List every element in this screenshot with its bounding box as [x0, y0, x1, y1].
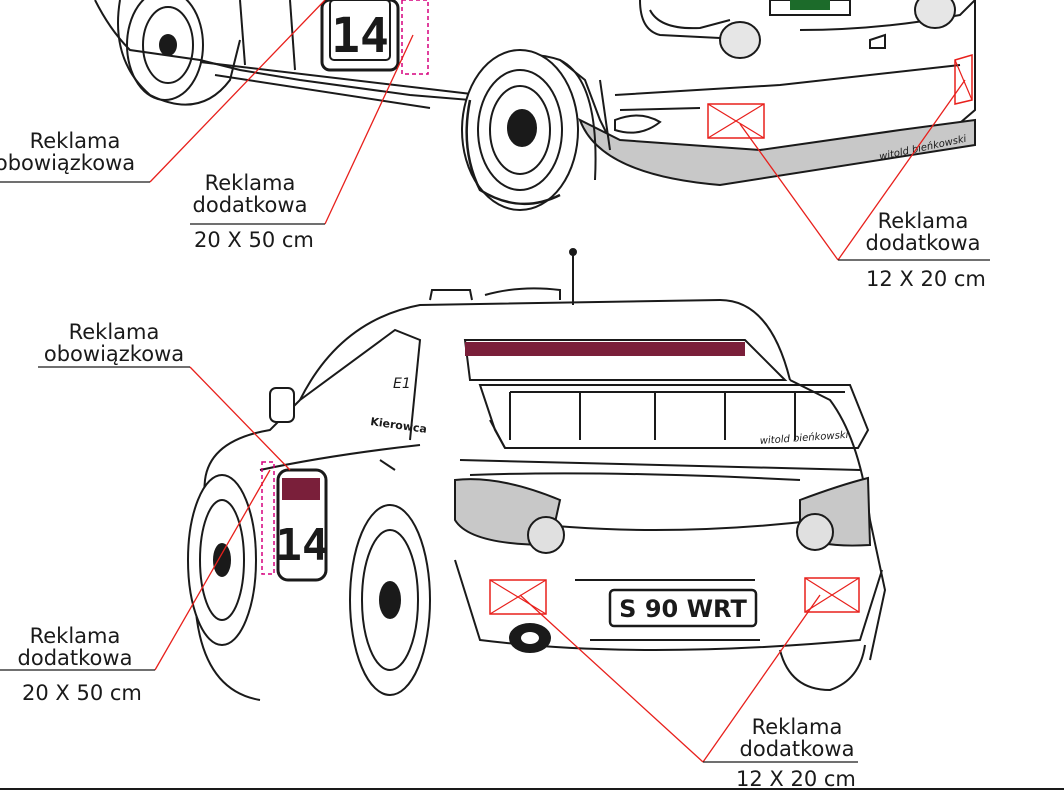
label-rear-mandatory: Reklama obowiązkowa — [38, 321, 190, 365]
label-rear-bumper-extra-line2: dodatkowa — [739, 737, 855, 761]
label-rear-mandatory-line2: obowiązkowa — [43, 342, 185, 366]
label-rear-bumper-extra-line1: Reklama — [751, 715, 843, 739]
rear-leader-lines — [154, 366, 821, 763]
co-driver-tag: E1 — [393, 376, 411, 392]
label-top-bumper-extra: Reklama dodatkowa — [848, 210, 998, 254]
label-top-mandatory-line1: Reklama — [29, 129, 121, 153]
label-top-door-extra-line2: dodatkowa — [192, 193, 308, 217]
driver-tag: Kierowca — [370, 415, 428, 436]
front-car — [94, 0, 976, 211]
label-rear-door-extra-line2: dodatkowa — [17, 646, 133, 670]
front-label-underlines — [0, 181, 990, 261]
rear-race-number: 14 — [276, 520, 329, 571]
rear-car — [187, 248, 887, 701]
rear-label-underlines — [0, 366, 858, 763]
label-top-bumper-extra-line2: dodatkowa — [865, 231, 981, 255]
label-top-door-extra-size: 20 X 50 cm — [194, 228, 314, 252]
front-leader-lines — [149, 0, 966, 261]
label-top-mandatory-line2: obowiązkowa — [0, 151, 136, 175]
label-top-door-extra: Reklama dodatkowa — [180, 172, 320, 216]
label-rear-bumper-extra: Reklama dodatkowa — [722, 716, 872, 760]
label-top-mandatory: Reklama obowiązkowa — [0, 130, 150, 174]
label-top-door-extra-line1: Reklama — [204, 171, 296, 195]
label-top-bumper-extra-size: 12 X 20 cm — [866, 267, 986, 291]
license-plate-text: S 90 WRT — [619, 595, 747, 623]
label-rear-door-extra-size: 20 X 50 cm — [22, 681, 142, 705]
label-top-bumper-extra-line1: Reklama — [877, 209, 969, 233]
label-rear-bumper-extra-size: 12 X 20 cm — [736, 767, 856, 791]
label-rear-door-extra: Reklama dodatkowa — [0, 625, 150, 669]
front-race-number: 14 — [331, 8, 389, 64]
label-rear-door-extra-line1: Reklama — [29, 624, 121, 648]
label-rear-mandatory-line1: Reklama — [68, 320, 160, 344]
